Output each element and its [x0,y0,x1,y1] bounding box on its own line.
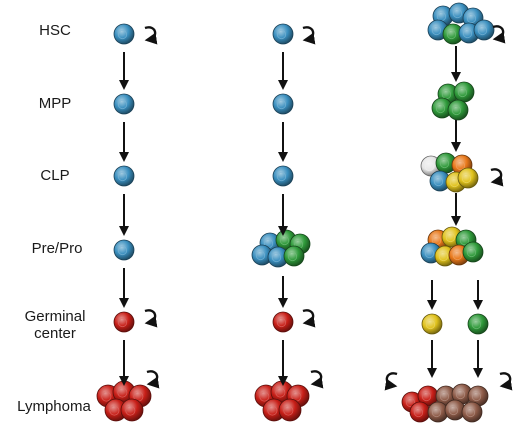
cell-clp-col2 [272,165,294,187]
cell-mpp-col3-1 [453,81,475,103]
cell-prepro-col3-6 [462,241,484,263]
cell-clp-col3-5 [457,167,479,189]
cell-hsc-col1 [113,23,135,45]
self-renew-lymphoma-col3-right [499,372,513,391]
stage-label-germinal-center: Germinal center [24,308,86,342]
self-renew-gc-col1 [144,309,158,328]
self-renew-hsc-col1 [144,26,158,45]
self-renew-lymphoma-col2 [310,370,324,389]
self-renew-lymphoma-col3-left [384,372,398,391]
cell-gc-col1 [113,311,135,333]
cell-lymphoma-col3-6 [427,401,449,423]
cell-hsc-col3-6 [473,19,495,41]
cell-mpp-col3-3 [447,99,469,121]
cell-mpp-col2 [272,93,294,115]
cell-prepro-col2-5 [283,245,305,267]
cell-lymphoma-col3-8 [461,401,483,423]
cell-lymphoma-col2-4 [278,398,302,422]
cell-gc-col3-green [467,313,489,335]
cell-lymphoma-col3-5 [409,401,431,423]
stage-label-lymphoma: Lymphoma [17,398,91,415]
stage-label-prepro: Pre/Pro [31,240,83,257]
self-renew-hsc-col3 [492,25,506,44]
cell-lymphoma-col1-4 [120,398,144,422]
cell-prepro-col1 [113,239,135,261]
self-renew-gc-col2 [302,309,316,328]
stage-label-mpp: MPP [38,95,72,112]
cell-mpp-col1 [113,93,135,115]
self-renew-clp-col3 [490,168,504,187]
self-renew-hsc-col2 [302,26,316,45]
cell-gc-col3-yellow [421,313,443,335]
stage-label-hsc: HSC [39,22,71,39]
cell-hsc-col2 [272,23,294,45]
stage-label-clp: CLP [40,167,70,184]
cell-clp-col1 [113,165,135,187]
self-renew-lymphoma-col1 [146,370,160,389]
cell-gc-col2 [272,311,294,333]
